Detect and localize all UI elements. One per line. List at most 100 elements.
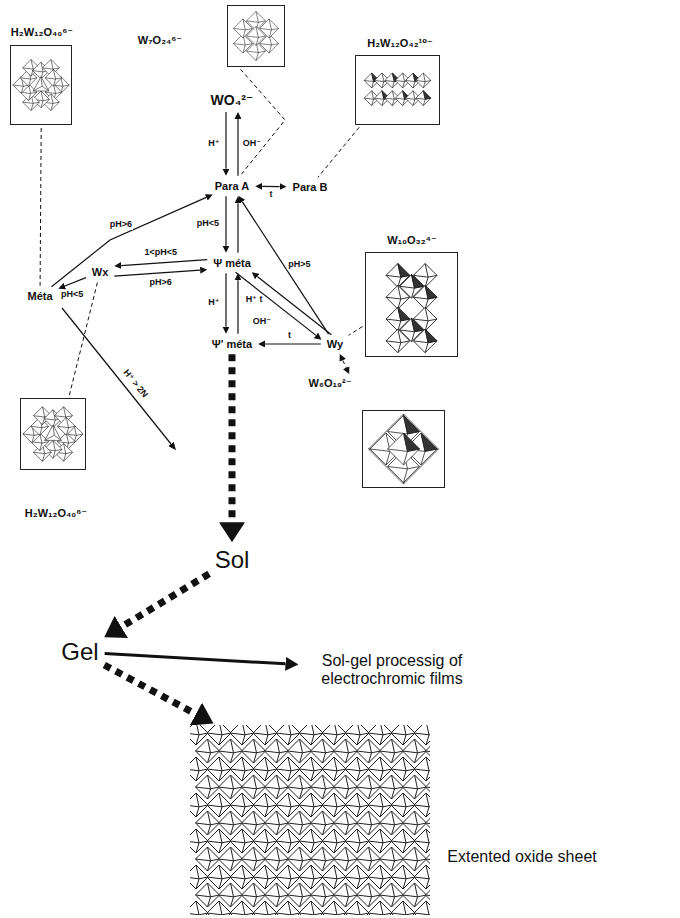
octahedron-edge bbox=[57, 417, 75, 435]
condition-label: H⁺ t bbox=[245, 295, 264, 305]
octahedron-edge bbox=[414, 901, 430, 915]
condition-label: t bbox=[287, 331, 292, 341]
figure-frame bbox=[190, 725, 430, 915]
octahedron-edge bbox=[230, 901, 254, 915]
reaction-arrow bbox=[121, 574, 209, 627]
node-text: H₂W₁₂O₄₀⁶⁻ bbox=[11, 26, 73, 39]
polyhedron-figure: H₂W₁₂O₄₀⁶⁻ bbox=[10, 26, 73, 125]
octahedron bbox=[416, 73, 431, 88]
node-text: W₁₀O₃₂⁴⁻ bbox=[387, 234, 437, 247]
octahedron-edge bbox=[45, 69, 62, 86]
octahedron bbox=[276, 901, 300, 915]
octahedron-edge bbox=[413, 329, 437, 353]
octahedron bbox=[45, 69, 62, 86]
octahedron bbox=[345, 901, 369, 915]
tetrahedron bbox=[45, 425, 62, 440]
oxide-sheet-figure: Extented oxide sheet bbox=[190, 725, 597, 915]
node-text: Wy bbox=[327, 338, 343, 351]
node-text: WO₄²⁻ bbox=[211, 92, 254, 108]
stage-label: Sol bbox=[212, 545, 253, 575]
reaction-arrow bbox=[225, 112, 226, 169]
octahedron bbox=[299, 901, 323, 915]
reaction-arrow bbox=[237, 280, 238, 333]
reaction-arrow bbox=[225, 196, 226, 245]
condition-label: OH⁻ bbox=[242, 139, 262, 149]
polyhedra bbox=[364, 73, 431, 106]
node-text: H₂W₁₂O₄₀⁶⁻ bbox=[25, 507, 87, 520]
figure-frame bbox=[362, 410, 445, 488]
condition-label: pH>6 bbox=[109, 220, 133, 230]
octahedron-face bbox=[404, 416, 420, 434]
figure-frame bbox=[365, 252, 458, 357]
reaction-arrow bbox=[237, 203, 238, 252]
reaction-arrow bbox=[225, 273, 226, 326]
figure-frame bbox=[20, 398, 86, 470]
node-text: Sol bbox=[215, 546, 250, 574]
species-label: Ψ méta bbox=[210, 256, 254, 271]
condition-label: H⁺ > 2N bbox=[120, 367, 150, 400]
polyhedron-drawing bbox=[21, 399, 85, 469]
node-text: Para A bbox=[215, 180, 249, 193]
condition-label: pH<5 bbox=[60, 290, 84, 300]
polyhedron-drawing bbox=[363, 411, 444, 487]
node-text: Ψ méta bbox=[213, 257, 251, 270]
node-text: Ψ' méta bbox=[212, 338, 252, 351]
reaction-arrow bbox=[105, 653, 286, 663]
octahedron-edge bbox=[207, 901, 231, 915]
reaction-arrow bbox=[242, 202, 328, 334]
node-text: Sol-gel processig of electrochromic film… bbox=[305, 652, 480, 689]
octahedron-face bbox=[404, 433, 420, 451]
octahedron bbox=[57, 417, 75, 435]
reaction-arrow bbox=[262, 186, 279, 187]
dashed-link bbox=[318, 127, 359, 177]
node-text: H₂W₁₂O₄₂¹⁰⁻ bbox=[367, 37, 433, 50]
octahedron-face bbox=[421, 433, 437, 451]
octahedron-edge bbox=[276, 901, 300, 915]
reaction-arrow bbox=[121, 260, 207, 266]
dashed-link bbox=[349, 327, 363, 336]
polyhedron-figure: H₂W₁₂O₄₀⁶⁻ bbox=[20, 398, 87, 519]
condition-label: H⁺ bbox=[207, 299, 220, 309]
node-text: W₆O₁₉²⁻ bbox=[309, 377, 352, 390]
polyhedron-figure: W₁₀O₃₂⁴⁻ bbox=[365, 234, 458, 357]
octahedron bbox=[246, 26, 265, 45]
octahedron-edge bbox=[391, 901, 415, 915]
dashed-link bbox=[240, 69, 285, 176]
condition-label: t bbox=[268, 191, 273, 201]
condition-label: H⁺ bbox=[207, 139, 220, 149]
condition-label: OH⁻ bbox=[252, 317, 272, 327]
stage-label: Gel bbox=[58, 637, 101, 667]
octahedron-edge bbox=[416, 91, 431, 106]
polyhedra bbox=[13, 59, 69, 110]
species-label: Wx bbox=[89, 265, 112, 280]
polyhedron-drawing bbox=[366, 253, 457, 356]
reaction-arrow bbox=[228, 354, 235, 522]
octahedron-edge bbox=[413, 285, 437, 309]
polyhedron-drawing bbox=[228, 6, 284, 66]
species-label: Ψ' méta bbox=[209, 337, 255, 352]
octahedron-edge bbox=[368, 901, 392, 915]
process-label: Sol-gel processig of electrochromic film… bbox=[302, 651, 483, 690]
octahedron bbox=[190, 901, 208, 915]
reaction-arrow bbox=[51, 197, 206, 286]
octahedron bbox=[368, 901, 392, 915]
condition-label: 1<pH<5 bbox=[143, 248, 178, 258]
polyhedron-figure: W₆O₁₉²⁻ bbox=[309, 377, 445, 488]
octahedron-edge bbox=[369, 414, 439, 484]
condition-label: pH<5 bbox=[196, 220, 220, 230]
species-label: Para A bbox=[212, 179, 252, 194]
octahedron-edge bbox=[246, 26, 265, 45]
condition-label: pH>5 bbox=[287, 260, 311, 270]
octahedron-edge bbox=[253, 901, 277, 915]
octahedron bbox=[322, 901, 346, 915]
dashed-link bbox=[40, 128, 41, 286]
polyhedra bbox=[233, 11, 278, 60]
species-label: Méta bbox=[24, 289, 55, 304]
octahedron-edge bbox=[345, 901, 369, 915]
species-label: Para B bbox=[290, 180, 331, 195]
octahedron-edge bbox=[322, 901, 346, 915]
octahedron-edge bbox=[190, 901, 208, 915]
